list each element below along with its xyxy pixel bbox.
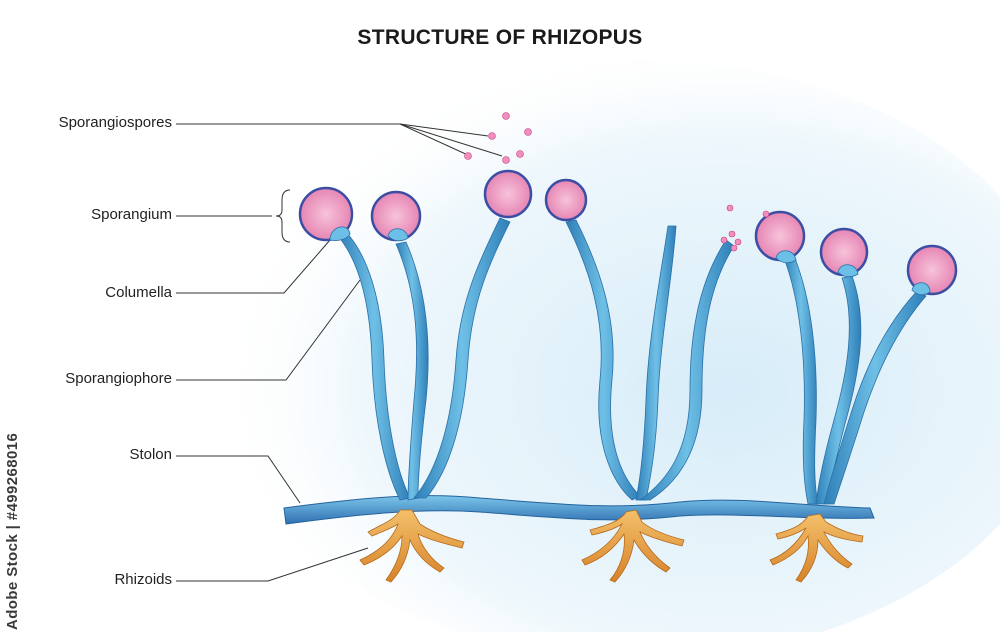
rhizoid-cluster-2 [581, 509, 685, 583]
stolon [283, 495, 875, 525]
sporangiophore-9 [823, 289, 927, 505]
rhizoid-cluster-1 [359, 509, 465, 583]
columella-5 [911, 282, 931, 296]
label-rhizoids: Rhizoids [114, 571, 172, 588]
leader-sporangiophore [176, 279, 361, 381]
sporangiophore-3 [413, 217, 511, 499]
label-sporangium: Sporangium [91, 206, 172, 223]
sporangium-4 [544, 178, 588, 222]
sporangium-7 [906, 244, 958, 296]
label-sporangiospores: Sporangiospores [58, 114, 172, 131]
sporangiophore-2 [395, 241, 429, 501]
sporangium-3 [483, 169, 533, 219]
sporangiophore-6 [638, 239, 735, 501]
label-columella: Columella [105, 284, 172, 301]
leader-columella [176, 239, 331, 294]
columella-1 [329, 226, 351, 241]
columellae [329, 226, 931, 296]
stock-credit: Adobe Stock | #499268016 [4, 432, 21, 630]
leader-stolon [176, 455, 301, 504]
columella-2 [387, 228, 409, 242]
leader-rhizoids [176, 547, 369, 582]
leader-lines [176, 123, 503, 582]
released-spores [464, 112, 770, 252]
diagram-title: STRUCTURE OF RHIZOPUS [357, 26, 643, 49]
columella-4 [837, 264, 859, 278]
rhizoids [359, 509, 864, 583]
label-sporangiophore: Sporangiophore [65, 370, 172, 387]
columella-3 [775, 250, 797, 264]
sporangium-brace [275, 189, 291, 243]
sporangiophore-1 [337, 231, 411, 501]
sporangiophores [337, 217, 927, 505]
rhizoid-cluster-3 [769, 513, 864, 583]
label-stolon: Stolon [129, 446, 172, 463]
